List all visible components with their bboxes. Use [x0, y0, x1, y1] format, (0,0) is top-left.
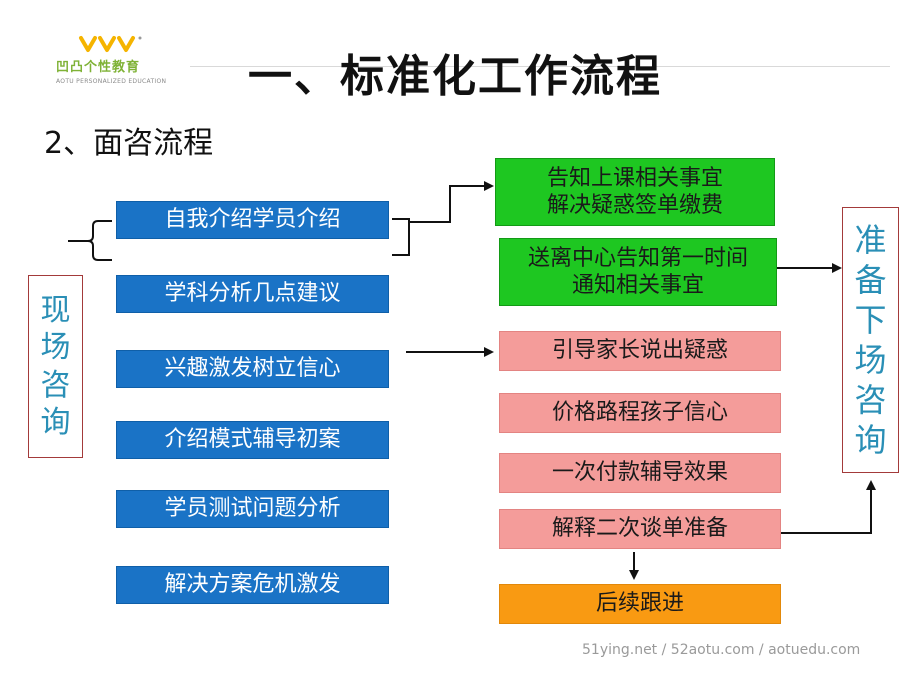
right-label-char: 准 [854, 221, 887, 259]
right-label-char: 备 [854, 261, 887, 299]
step-guide-parent-doubts: 引导家长说出疑惑 [499, 331, 781, 371]
step-student-testing: 学员测试问题分析 [116, 490, 389, 528]
step-send-off: 送离中心告知第一时间 通知相关事宜 [499, 238, 777, 306]
logo-subtext: AOTU PERSONALIZED EDUCATION [56, 78, 167, 85]
step-price-distance-confidence: 价格路程孩子信心 [499, 393, 781, 433]
right-label-char: 询 [854, 421, 887, 459]
step-single-payment: 一次付款辅导效果 [499, 453, 781, 493]
left-label-char: 现 [40, 292, 71, 328]
right-label-char: 咨 [854, 381, 887, 419]
step-second-negotiation: 解释二次谈单准备 [499, 509, 781, 549]
prepare-next-consultation-label: 准 备 下 场 咨 询 [842, 207, 899, 473]
left-label-char: 咨 [40, 367, 71, 403]
right-label-char: 下 [854, 301, 887, 339]
onsite-consultation-label: 现 场 咨 询 [28, 275, 83, 458]
left-label-char: 场 [40, 330, 71, 365]
step-model-introduction: 介绍模式辅导初案 [116, 421, 389, 459]
step-interest-stimulation: 兴趣激发树立信心 [116, 350, 389, 388]
footer-links: 51ying.net / 52aotu.com / aotuedu.com [582, 642, 861, 658]
step-class-notice-line1: 告知上课相关事宜 [546, 165, 723, 191]
step-subject-analysis: 学科分析几点建议 [116, 275, 389, 313]
step-send-off-line1: 送离中心告知第一时间 [527, 245, 748, 271]
logo: 凹凸个性教育 AOTU PERSONALIZED EDUCATION [52, 34, 182, 92]
section-subtitle: 2、面咨流程 [44, 126, 214, 161]
header-rule [190, 66, 890, 67]
step-send-off-line2: 通知相关事宜 [571, 273, 704, 298]
step-solution-crisis: 解决方案危机激发 [116, 566, 389, 604]
step-class-notice: 告知上课相关事宜 解决疑惑签单缴费 [495, 158, 775, 226]
step-self-introduction: 自我介绍学员介绍 [116, 201, 389, 239]
step-follow-up: 后续跟进 [499, 584, 781, 624]
logo-text: 凹凸个性教育 [56, 60, 141, 75]
left-label-char: 询 [40, 405, 71, 440]
page-title: 一、标准化工作流程 [248, 51, 662, 102]
step-class-notice-line2: 解决疑惑签单缴费 [546, 193, 723, 218]
right-label-char: 场 [854, 341, 887, 379]
logo-mark-icon [79, 36, 142, 52]
